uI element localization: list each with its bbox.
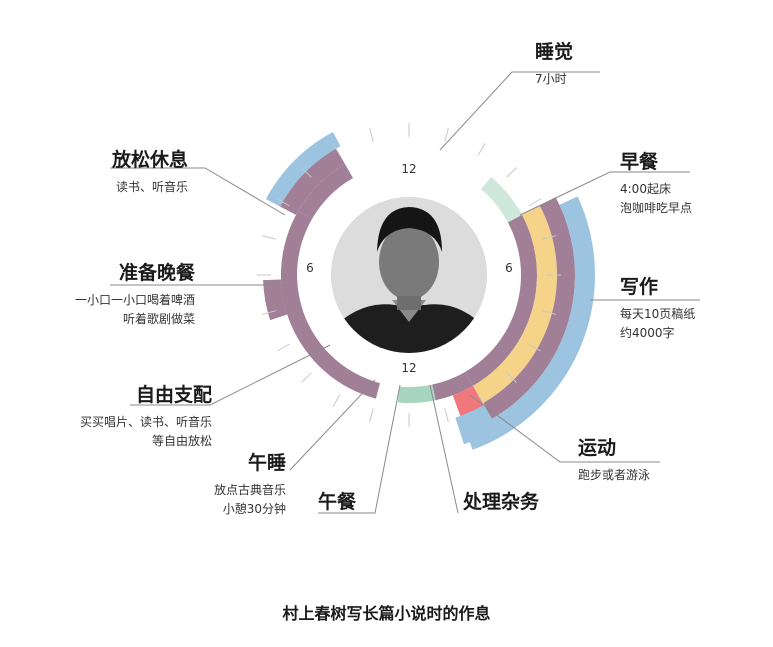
activity-name: 处理杂务	[463, 491, 540, 513]
activity-detail: 泡咖啡吃早点	[620, 201, 693, 215]
hour-tick	[277, 198, 290, 207]
activity-detail: 小憩30分钟	[222, 502, 286, 516]
arc-relax-purple	[280, 148, 345, 215]
activity-detail: 放点古典音乐	[213, 483, 286, 497]
author-portrait	[331, 197, 487, 353]
hour-tick	[262, 235, 276, 240]
activity-detail: 约4000字	[620, 326, 675, 340]
activity-detail: 等自由放松	[151, 434, 212, 448]
hour-tick	[477, 394, 486, 407]
arc-exercise-inner	[432, 371, 473, 401]
arc-breakfast	[480, 176, 523, 223]
activity-detail: 每天10页稿纸	[620, 307, 696, 321]
hour-tick	[528, 198, 541, 207]
clock-label-left: 6	[306, 261, 314, 275]
label-nap: 午睡 放点古典音乐 小憩30分钟	[180, 448, 286, 519]
label-lunch: 午餐	[318, 487, 356, 514]
activity-name: 午睡	[247, 452, 286, 474]
hour-tick	[477, 143, 486, 156]
activity-detail: 买买唱片、读书、听音乐	[79, 415, 212, 429]
label-sleep: 睡觉 7小时	[535, 37, 573, 89]
arc-lunch	[397, 384, 436, 403]
activity-name: 运动	[578, 437, 617, 459]
hour-tick	[369, 408, 374, 422]
label-free: 自由支配 买买唱片、读书、听音乐 等自由放松	[40, 380, 212, 451]
hour-tick	[277, 343, 290, 352]
hour-tick	[542, 310, 556, 315]
clock-label-bottom: 12	[401, 361, 416, 375]
activity-name: 准备晚餐	[118, 262, 195, 284]
label-errands: 处理杂务	[463, 487, 539, 514]
activity-detail: 一小口一小口喝着啤酒	[74, 293, 195, 307]
activity-detail: 读书、听音乐	[115, 180, 188, 194]
hour-tick	[301, 167, 312, 178]
activity-name: 早餐	[620, 151, 659, 173]
arc-relax-inner	[298, 164, 353, 219]
leader-relax	[110, 167, 286, 216]
leader-breakfast	[519, 171, 690, 216]
hour-tick	[332, 143, 341, 156]
activity-detail: 4:00起床	[620, 182, 671, 196]
label-breakfast: 早餐 4:00起床 泡咖啡吃早点	[620, 147, 692, 218]
label-writing: 写作 每天10页稿纸 约4000字	[620, 272, 695, 343]
hour-tick	[528, 343, 541, 352]
hour-tick	[301, 372, 312, 383]
hour-tick	[262, 310, 276, 315]
leader-lunch	[318, 384, 401, 514]
activity-name: 自由支配	[135, 384, 212, 406]
hour-tick	[369, 128, 374, 142]
hour-tick	[506, 167, 517, 178]
leader-sleep	[439, 71, 600, 151]
activity-detail: 7小时	[535, 72, 567, 86]
arc-writing-blue	[465, 196, 596, 450]
activity-detail: 跑步或者游泳	[578, 468, 651, 482]
arc-writing-yellow	[473, 205, 558, 404]
activity-name: 写作	[620, 276, 659, 298]
hour-tick	[444, 128, 449, 142]
hour-tick	[542, 235, 556, 240]
activity-name: 放松休息	[111, 149, 188, 171]
activity-detail: 听着歌剧做菜	[122, 312, 195, 326]
arc-dinner-inner	[281, 278, 303, 315]
leader-free	[130, 344, 331, 406]
diagram-caption: 村上春树写长篇小说时的作息	[282, 604, 491, 623]
hour-tick	[444, 408, 449, 422]
leader-nap	[289, 379, 376, 471]
arc-dinner-purple	[263, 279, 288, 321]
arc-exercise-red	[452, 385, 484, 416]
clock-label-right: 6	[505, 261, 513, 275]
activity-name: 睡觉	[535, 41, 574, 63]
arc-exercise-blue	[455, 404, 498, 445]
hour-tick	[506, 372, 517, 383]
clock-label-top: 12	[401, 162, 416, 176]
arc-writing-purple	[471, 197, 575, 426]
hour-tick	[332, 394, 341, 407]
activity-name: 午餐	[318, 491, 357, 513]
arc-writing-inner	[465, 214, 537, 386]
label-exercise: 运动 跑步或者游泳	[578, 433, 650, 485]
leader-exercise	[469, 394, 660, 463]
label-dinner: 准备晚餐 一小口一小口喝着啤酒 听着歌剧做菜	[20, 258, 195, 329]
leader-errands	[429, 384, 459, 514]
label-relax: 放松休息 读书、听音乐	[70, 145, 188, 197]
